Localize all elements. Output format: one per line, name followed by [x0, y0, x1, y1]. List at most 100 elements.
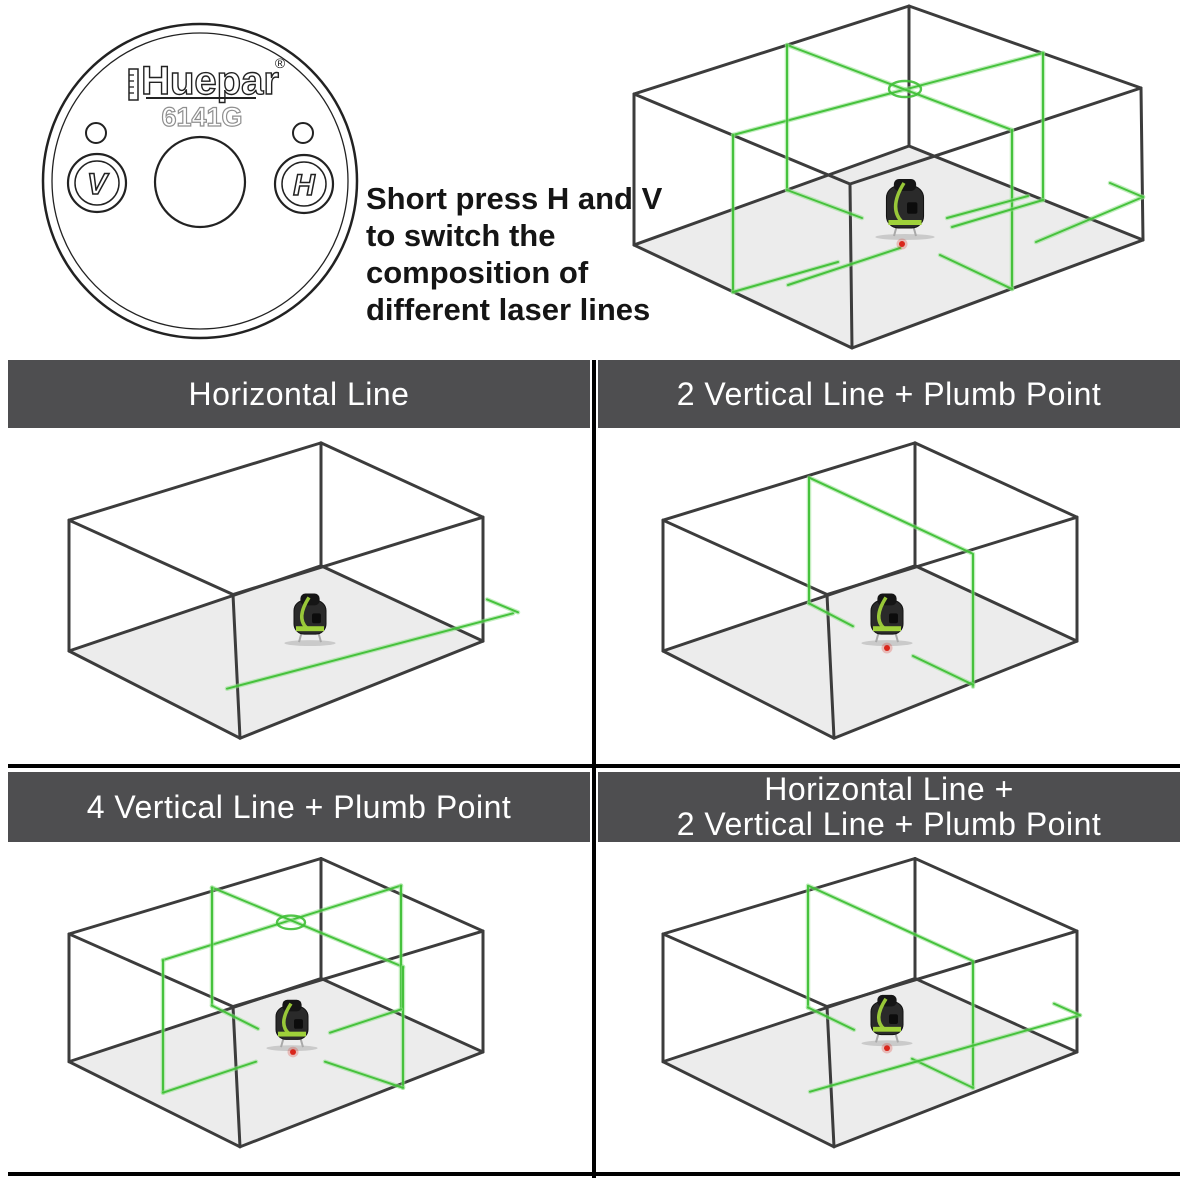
room-edge	[832, 1050, 1079, 1149]
laser-line	[787, 247, 901, 286]
room-edge	[850, 238, 1145, 350]
laser-line	[951, 199, 1044, 228]
room-edge	[67, 649, 242, 740]
instruction-line: different laser lines	[366, 292, 651, 327]
bottom-border	[8, 1172, 1180, 1176]
laser-line	[911, 1057, 974, 1089]
room-edge	[832, 639, 1079, 740]
vertical-divider	[592, 360, 596, 1178]
device-inner-ring	[51, 32, 349, 330]
laser-line	[939, 254, 1013, 290]
instruction-line: composition of	[366, 255, 589, 290]
room-edge	[913, 977, 1079, 1054]
panel-title-text: 2 Vertical Line + Plumb Point	[676, 806, 1102, 842]
laser-level-device	[861, 994, 913, 1047]
laser-level-device	[861, 593, 913, 647]
laser-level-device	[875, 179, 935, 240]
laser-line	[329, 1008, 402, 1034]
room-floor	[634, 146, 1143, 348]
laser-line	[162, 884, 402, 962]
panel-title-text: 4 Vertical Line + Plumb Point	[86, 788, 512, 825]
laser-line	[1035, 196, 1144, 243]
room-diagram-all-lines	[632, 4, 1146, 350]
laser-level-device	[266, 999, 318, 1052]
laser-line	[226, 612, 514, 690]
panel-title-text: Horizontal Line +	[764, 771, 1014, 807]
laser-line	[732, 261, 839, 293]
brand-text: Huepar	[141, 59, 279, 103]
room-edge	[67, 564, 323, 653]
room-edge	[825, 593, 836, 740]
room-edge	[661, 564, 917, 653]
laser-aperture	[153, 135, 247, 229]
v-button-label: V	[87, 168, 110, 201]
plumb-point-up	[275, 914, 307, 931]
room-edge	[661, 1060, 836, 1149]
room-edge	[231, 593, 242, 740]
laser-line	[912, 654, 974, 686]
laser-line	[808, 602, 854, 628]
room-edge	[661, 518, 829, 596]
laser-line	[324, 1060, 404, 1089]
plumb-point-down	[884, 1045, 890, 1052]
room-edge	[913, 564, 1079, 643]
room-edge	[238, 1050, 485, 1149]
laser-line	[807, 884, 974, 1089]
brand-logo: Huepar ® 6141G	[128, 55, 286, 133]
led-indicator-left	[85, 122, 107, 144]
room-edge	[238, 639, 485, 740]
room-edge	[67, 441, 323, 522]
horizontal-divider	[8, 764, 1180, 768]
laser-level-device	[284, 593, 336, 647]
laser-line	[732, 52, 1044, 136]
panel-title-text: Horizontal Line	[188, 375, 410, 412]
plumb-point-down	[290, 1049, 296, 1055]
h-button-label: H	[293, 169, 316, 202]
room-edge	[632, 4, 911, 96]
room-floor	[663, 978, 1077, 1147]
room-edge	[913, 441, 1079, 519]
panel-title-text: 2 Vertical Line + Plumb Point	[676, 375, 1102, 412]
room-floor	[69, 978, 483, 1147]
plumb-point-up	[887, 79, 923, 99]
room-diagram-4-vertical-plumb	[67, 857, 485, 1149]
v-button: V	[66, 152, 128, 214]
plumb-point-down	[884, 645, 890, 652]
room-edge	[1139, 86, 1145, 242]
room-edge	[661, 649, 836, 740]
room-edge	[848, 86, 1143, 186]
model-number: 6141G	[161, 102, 242, 132]
instruction-text: Short press H and V to switch the compos…	[366, 180, 706, 328]
panel-title-horizontal-2-vertical-plumb: Horizontal Line +2 Vertical Line + Plumb…	[598, 772, 1180, 842]
registered-mark: ®	[275, 55, 286, 71]
room-edge	[632, 243, 854, 350]
laser-line	[809, 1014, 1081, 1093]
room-edge	[67, 857, 323, 936]
room-diagram-2-vertical-plumb	[661, 441, 1079, 740]
laser-line	[808, 476, 974, 688]
panel-title-4-vertical-plumb: 4 Vertical Line + Plumb Point	[8, 772, 590, 842]
laser-line	[211, 886, 404, 968]
room-edge	[907, 144, 1145, 242]
room-edge	[661, 857, 917, 936]
panel-title-horizontal-line: Horizontal Line	[8, 360, 590, 428]
room-edge	[661, 932, 829, 1008]
laser-line	[946, 195, 1029, 219]
room-edge	[632, 144, 911, 247]
laser-line	[486, 598, 519, 614]
laser-line	[1109, 182, 1144, 198]
room-edge	[913, 857, 1079, 933]
room-floor	[69, 565, 483, 739]
room-diagram-horizontal-line	[67, 441, 521, 740]
room-edge	[632, 92, 852, 186]
room-floor	[663, 565, 1077, 739]
ruler-icon	[128, 68, 139, 101]
room-edge	[661, 977, 917, 1064]
plumb-point-down	[899, 241, 905, 247]
room-edge	[907, 4, 1143, 90]
laser-line	[1053, 1002, 1081, 1017]
room-edge	[825, 1005, 836, 1149]
laser-line	[162, 1060, 257, 1094]
room-edge	[661, 441, 917, 522]
